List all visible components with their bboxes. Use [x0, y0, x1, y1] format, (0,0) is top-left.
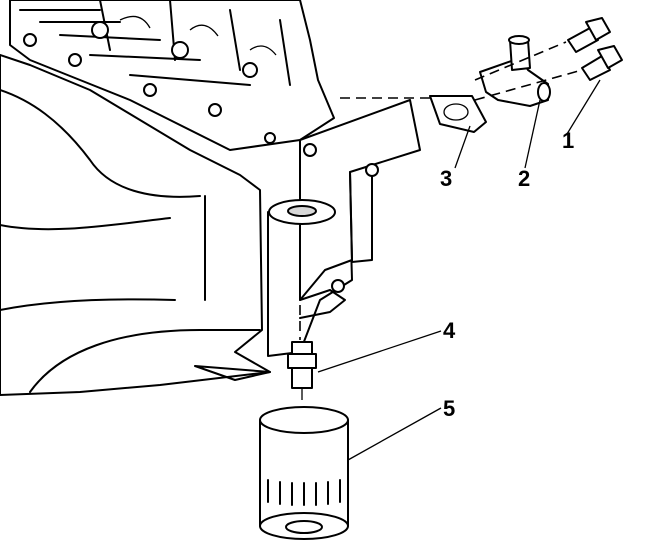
- gasket: [429, 95, 487, 133]
- filter-fitting: [287, 341, 317, 400]
- bolt-lower: [581, 45, 623, 81]
- filter-adapter-housing: [267, 99, 421, 357]
- engine-block: [9, 0, 335, 151]
- callout-2: 2: [518, 166, 530, 191]
- callout-1: 1: [562, 128, 574, 153]
- oil-pan: [0, 54, 271, 396]
- callout-4: 4: [443, 318, 456, 343]
- leader-lines: [317, 79, 601, 461]
- callout-3: 3: [440, 166, 452, 191]
- bolt-upper: [567, 17, 611, 53]
- oil-filter: [259, 406, 349, 540]
- mounting-bolts: [567, 17, 623, 81]
- callout-5: 5: [443, 396, 455, 421]
- alignment-lines: [299, 41, 583, 340]
